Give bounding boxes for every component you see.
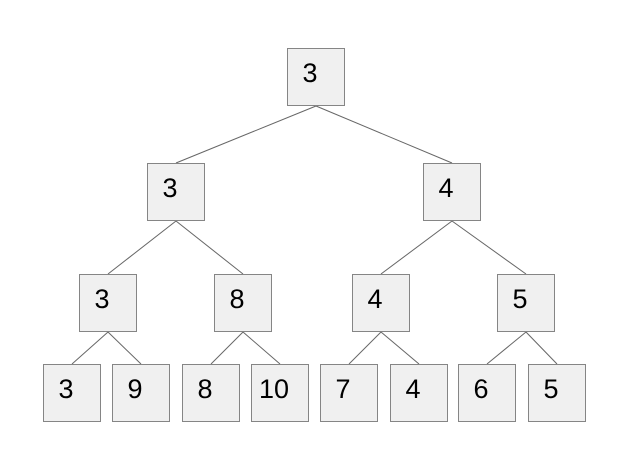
tree-edge-ll-llr xyxy=(107,331,142,365)
tree-node-label: 4 xyxy=(405,373,421,404)
tree-edge-l-ll xyxy=(107,220,177,275)
tree-node-label: 6 xyxy=(473,373,489,404)
tree-node-rl: 4 xyxy=(352,274,410,332)
tree-edge-rl-rll xyxy=(348,331,382,365)
tree-edge-lr-lrr xyxy=(242,331,281,365)
tree-node-label: 8 xyxy=(197,373,213,404)
tree-edge-r-rr xyxy=(451,220,527,275)
tree-node-lrl: 8 xyxy=(182,364,240,422)
tree-node-llr: 9 xyxy=(112,364,170,422)
tree-edge-rr-rrr xyxy=(525,331,558,365)
tree-node-label: 3 xyxy=(162,172,178,203)
tree-node-lll: 3 xyxy=(43,364,101,422)
tree-node-lrr: 10 xyxy=(251,364,309,422)
tree-node-label: 8 xyxy=(229,283,245,314)
tree-node-label: 7 xyxy=(335,373,351,404)
tree-node-rrr: 5 xyxy=(528,364,586,422)
tree-node-label: 9 xyxy=(127,373,143,404)
tree-edge-lr-lrl xyxy=(210,331,244,365)
tree-node-root: 3 xyxy=(287,48,345,106)
tree-edge-r-rl xyxy=(380,220,453,275)
tree-node-label: 3 xyxy=(302,57,318,88)
tree-edge-root-l xyxy=(175,105,317,164)
tree-node-label: 3 xyxy=(58,373,74,404)
tree-edge-l-lr xyxy=(175,220,244,275)
tree-node-lr: 8 xyxy=(214,274,272,332)
tree-node-label: 3 xyxy=(94,283,110,314)
tree-node-label: 4 xyxy=(438,172,454,203)
tree-node-rrl: 6 xyxy=(458,364,516,422)
tree-node-rlr: 4 xyxy=(390,364,448,422)
tree-node-ll: 3 xyxy=(79,274,137,332)
tree-node-rll: 7 xyxy=(320,364,378,422)
tree-edge-rr-rrl xyxy=(486,331,527,365)
tree-node-label: 10 xyxy=(258,373,290,404)
tree-node-label: 5 xyxy=(512,283,528,314)
tree-edge-root-r xyxy=(315,105,453,164)
tree-edge-ll-lll xyxy=(71,331,109,365)
tree-node-rr: 5 xyxy=(497,274,555,332)
tree-node-r: 4 xyxy=(423,163,481,221)
tree-edge-rl-rlr xyxy=(380,331,420,365)
tree-node-l: 3 xyxy=(147,163,205,221)
tree-node-label: 4 xyxy=(367,283,383,314)
tree-node-label: 5 xyxy=(543,373,559,404)
